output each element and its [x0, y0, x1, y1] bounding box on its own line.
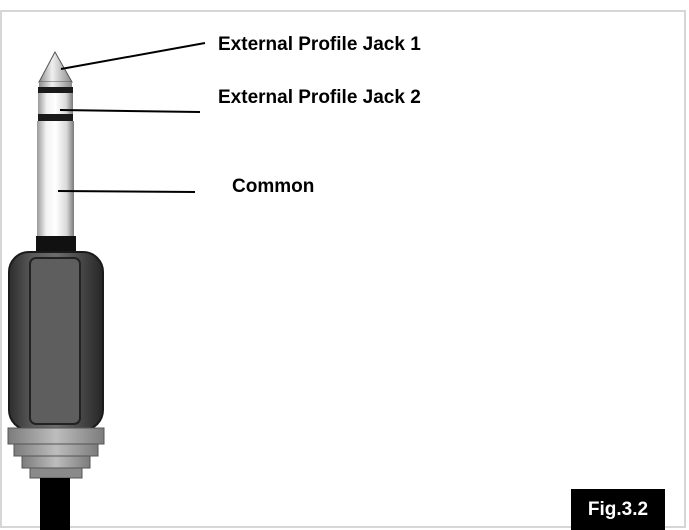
leader-line-jack2	[59, 109, 201, 113]
strain-relief-band-2	[13, 443, 99, 457]
strain-relief-band-3	[21, 455, 91, 469]
leader-line-common	[57, 190, 196, 193]
strain-relief-band-4	[29, 467, 83, 479]
insulator-ring-1	[38, 87, 73, 93]
plug-tip-base	[39, 82, 72, 88]
plug-sleeve	[37, 121, 74, 238]
plug-ring	[38, 93, 73, 114]
insulator-ring-2	[38, 114, 73, 121]
plug-grip-inner	[29, 257, 81, 425]
label-external-profile-jack-1: External Profile Jack 1	[218, 34, 421, 55]
figure-number-badge: Fig.3.2	[571, 489, 665, 530]
strain-relief-band-1	[7, 427, 105, 445]
figure-frame	[0, 10, 686, 528]
leader-line-jack1	[60, 42, 206, 70]
label-common: Common	[232, 176, 315, 197]
plug-cable	[40, 478, 70, 530]
plug-collar	[36, 236, 76, 254]
label-external-profile-jack-2: External Profile Jack 2	[218, 87, 421, 108]
